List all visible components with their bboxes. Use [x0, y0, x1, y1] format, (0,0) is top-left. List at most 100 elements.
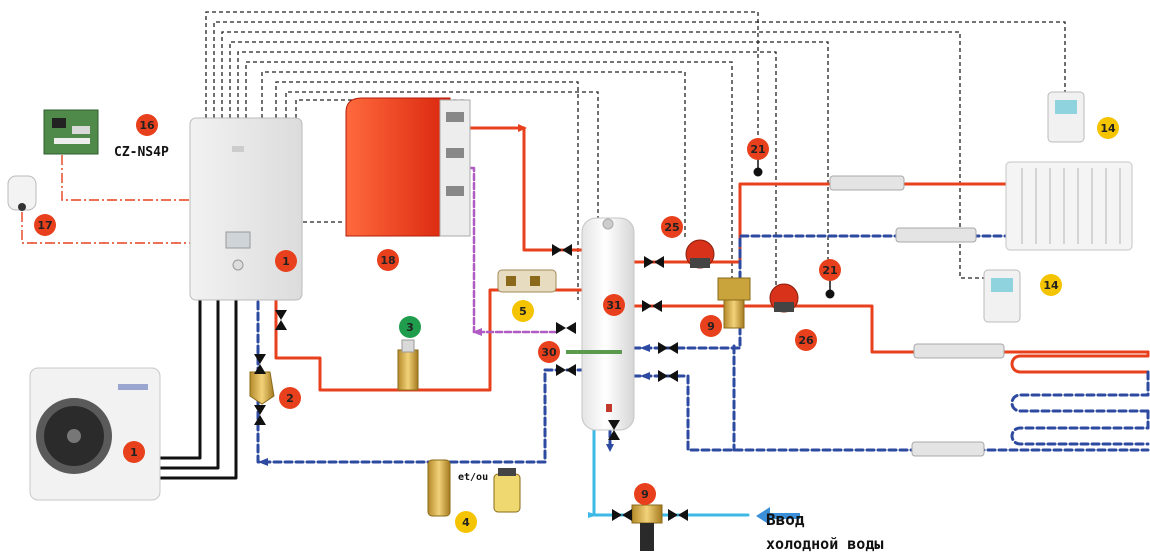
badge-circle [747, 138, 769, 160]
controller-model-label: CZ-NS4P [114, 145, 169, 160]
valve-floor-return [658, 370, 678, 382]
manifold-floor-flow [913, 343, 1005, 359]
separator [397, 339, 419, 391]
thermostat-top [1047, 91, 1085, 143]
badge-number: 17 [37, 219, 52, 232]
inlet-label-line1: Ввод [766, 510, 805, 529]
badge-circle [634, 483, 656, 505]
boiler [345, 97, 471, 237]
badge-number: 5 [519, 305, 527, 318]
badge-circle [700, 315, 722, 337]
temp-sensor-a-dot [753, 167, 763, 177]
pipe-sensor [497, 269, 557, 293]
filter [249, 371, 275, 405]
badge-number: 14 [1043, 279, 1059, 292]
inlet-valve-assembly [631, 504, 663, 551]
badge-circle [123, 441, 145, 463]
badge-number: 2 [286, 392, 294, 405]
alternative-label: et/ou [458, 472, 488, 483]
valve-boiler-flow [552, 244, 572, 256]
control-wires [205, 11, 1066, 300]
badge-number: 4 [462, 516, 470, 529]
badge-circle [136, 114, 158, 136]
floor-loop-cold [1010, 370, 1150, 446]
refrigerant-line-1 [158, 298, 202, 460]
badge-circle [1040, 274, 1062, 296]
wire-to-pump-radiator [261, 71, 686, 238]
badge-circle [34, 214, 56, 236]
indoor-unit [189, 117, 303, 301]
heatpump-flow-pipe [274, 288, 584, 392]
radiator-return-pipe [620, 234, 1008, 350]
badge-number: 31 [606, 299, 621, 312]
valve-filter-top [254, 354, 266, 374]
badge-number: 30 [541, 346, 557, 359]
badge-temp-sensor-a: 21 [747, 138, 769, 160]
badge-thermostat-top: 14 [1097, 117, 1119, 139]
badge-number: 16 [139, 119, 155, 132]
remote-sensor [7, 175, 37, 211]
flow-arrows [258, 124, 650, 466]
badge-temp-sensor-b: 21 [819, 259, 841, 281]
manifold-radiator-return [895, 227, 977, 243]
badge-inlet-valve: 9 [634, 483, 656, 505]
inlet-flow-arrow [588, 512, 598, 518]
floor-return-pipe [620, 374, 1150, 452]
badge-circle [603, 294, 625, 316]
badge-circle [538, 341, 560, 363]
wire-to-sensor-b [229, 41, 829, 275]
thermostat-mid [983, 269, 1021, 323]
badge-separator: 3 [399, 316, 421, 338]
wire-remote-sensor [21, 212, 190, 244]
badge-number: 14 [1100, 122, 1116, 135]
wire-to-pump-floor [237, 51, 777, 290]
badge-number: 21 [822, 264, 837, 277]
temp-sensor-b-dot [825, 289, 835, 299]
buffer-tank [566, 217, 635, 431]
magnetic-filter [427, 459, 521, 517]
inlet-arrow [756, 507, 800, 525]
badge-number: 21 [750, 143, 765, 156]
temp-sensors [753, 167, 835, 299]
valve-radiator [644, 256, 664, 268]
badge-magnetic: 4 [455, 511, 477, 533]
badge-tank-port: 31 [603, 294, 625, 316]
wire-to-thermostat-top [213, 21, 1066, 118]
valve-boiler-return [556, 322, 576, 334]
badge-number: 18 [380, 254, 395, 267]
wire-to-thermostat-mid [221, 31, 990, 279]
badge-number: 3 [406, 321, 414, 334]
wire-to-mixing-valve [245, 61, 733, 280]
badge-number: 1 [282, 255, 290, 268]
badge-boiler: 18 [377, 249, 399, 271]
valves [254, 244, 688, 521]
wire-controller-board [61, 155, 190, 201]
valve-heatpump-return [556, 364, 576, 376]
badge-outdoor: 1 [123, 441, 145, 463]
badge-circle [279, 387, 301, 409]
badge-controller-board: 16 [136, 114, 158, 136]
bus-wires [21, 155, 190, 244]
valve-inlet-right [668, 509, 688, 521]
wire-to-tank-top [285, 91, 599, 230]
valve-tank-drain [608, 420, 620, 440]
refrigerant-line-3 [158, 298, 238, 480]
badge-circle [377, 249, 399, 271]
badge-mixing-valve: 9 [700, 315, 722, 337]
badge-circle [275, 250, 297, 272]
valve-radiator-return [658, 342, 678, 354]
wire-to-tank [275, 81, 579, 300]
badge-pump-radiator: 25 [661, 216, 683, 238]
badge-circle [399, 316, 421, 338]
manifold-radiator-flow [829, 175, 905, 191]
badge-pipe-sensor: 5 [512, 300, 534, 322]
badge-circle [661, 216, 683, 238]
boiler-flow-pipe [468, 126, 584, 252]
badge-indoor: 1 [275, 250, 297, 272]
cold-water-inlet-pipe [592, 428, 750, 517]
badge-circle [1097, 117, 1119, 139]
outdoor-unit [29, 367, 161, 501]
valve-heatpump-flow [275, 310, 287, 330]
